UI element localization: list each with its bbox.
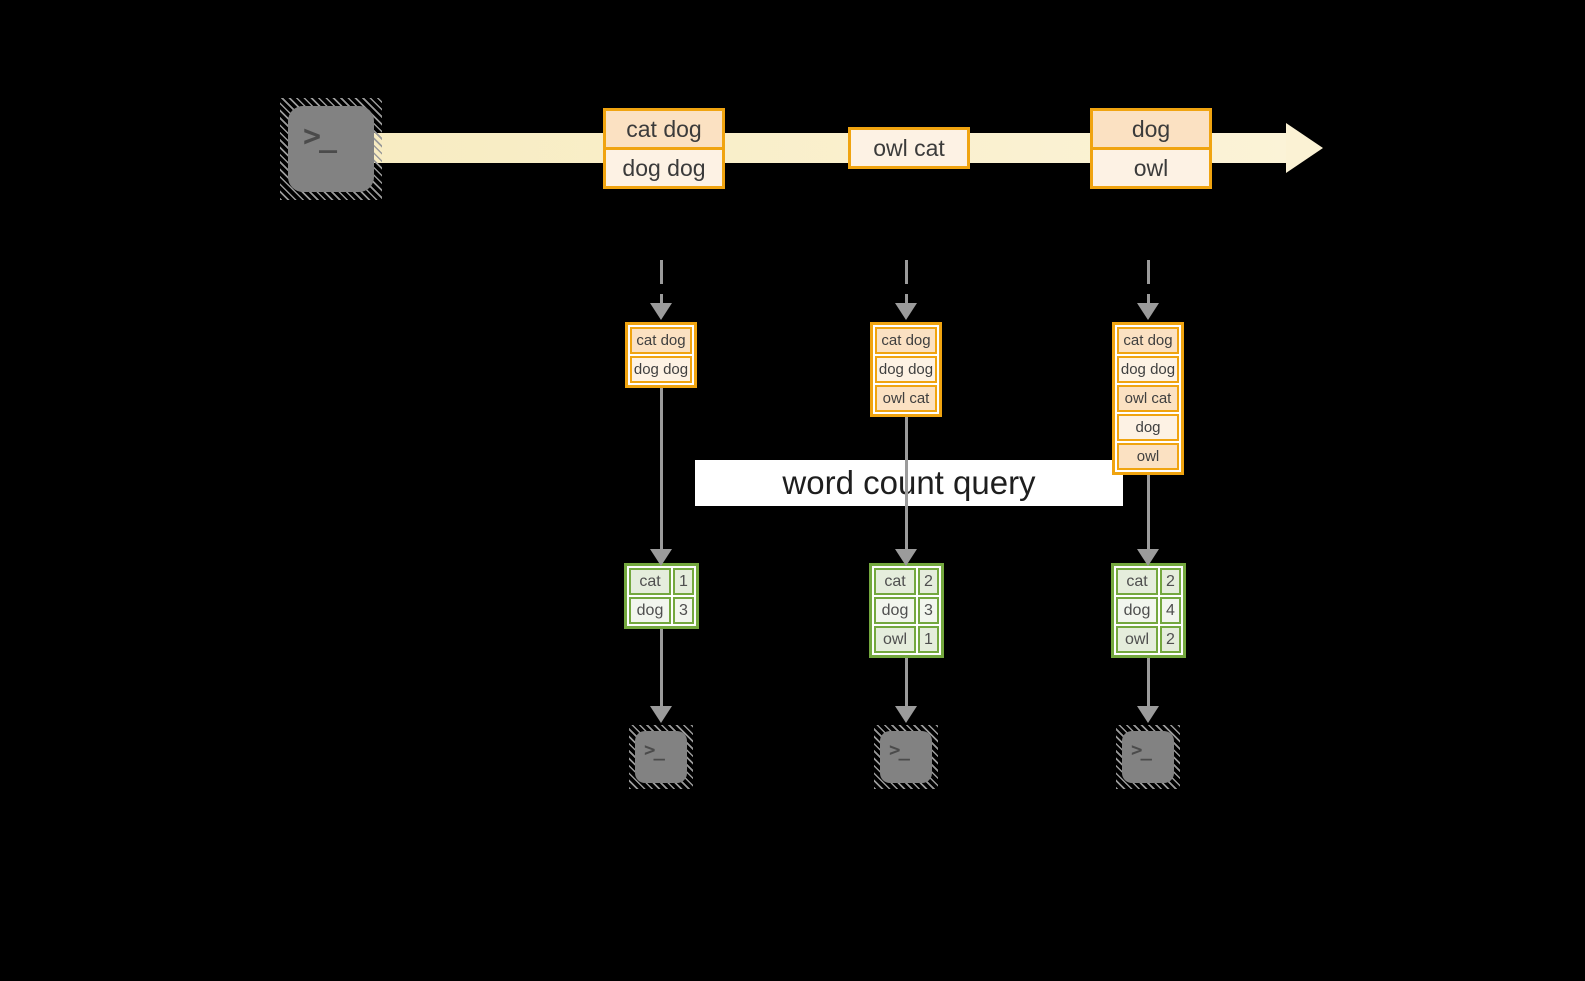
count-cell: 1 — [673, 568, 694, 595]
dashed-down-arrow — [904, 260, 908, 303]
source-terminal-icon: >_ — [280, 98, 382, 200]
dashed-down-arrow — [659, 260, 663, 303]
word-cell: cat — [629, 568, 671, 595]
arrowhead-icon — [895, 549, 917, 566]
word-cell: dog — [629, 597, 671, 624]
arrowhead-icon — [650, 549, 672, 566]
terminal-screen: >_ — [288, 106, 374, 192]
arrowhead-icon — [895, 706, 917, 723]
down-arrow — [1146, 475, 1150, 549]
buffer-cell: dog dog — [630, 356, 692, 383]
output-terminal-icon-3: >_ — [1116, 725, 1180, 789]
terminal-prompt-icon: >_ — [1131, 739, 1152, 761]
dashed-arrowhead-icon — [895, 303, 917, 320]
terminal-prompt-icon: >_ — [303, 119, 337, 154]
word-cell: cat — [1116, 568, 1158, 595]
dashed-arrowhead-icon — [650, 303, 672, 320]
buffer-cell: owl cat — [875, 385, 937, 412]
record-cell: dog — [1093, 111, 1209, 147]
arrowhead-icon — [1137, 549, 1159, 566]
buffer-cell: owl — [1117, 443, 1179, 470]
word-cell: cat — [874, 568, 916, 595]
down-arrow — [659, 388, 663, 549]
down-arrow — [904, 658, 908, 706]
stream-record-box-1: cat dog dog dog — [603, 108, 725, 189]
word-count-table-2: cat 2 dog 3 owl 1 — [869, 563, 944, 658]
dashed-down-arrow — [1146, 260, 1150, 303]
down-arrow — [659, 629, 663, 706]
query-banner: word count query — [695, 460, 1123, 506]
buffer-cell: dog — [1117, 414, 1179, 441]
terminal-screen: >_ — [1122, 731, 1174, 783]
buffer-cell: cat dog — [630, 327, 692, 354]
record-cell: owl — [1093, 147, 1209, 186]
output-terminal-icon-1: >_ — [629, 725, 693, 789]
count-cell: 3 — [918, 597, 939, 624]
count-cell: 4 — [1160, 597, 1181, 624]
record-cell: owl cat — [851, 130, 967, 166]
buffered-records-box-2: cat dog dog dog owl cat — [870, 322, 942, 417]
word-cell: owl — [874, 626, 916, 653]
arrowhead-icon — [650, 706, 672, 723]
count-cell: 1 — [918, 626, 939, 653]
count-cell: 2 — [1160, 626, 1181, 653]
buffer-cell: cat dog — [875, 327, 937, 354]
word-cell: dog — [874, 597, 916, 624]
record-cell: dog dog — [606, 147, 722, 186]
count-cell: 2 — [1160, 568, 1181, 595]
terminal-prompt-icon: >_ — [644, 739, 665, 761]
buffer-cell: cat dog — [1117, 327, 1179, 354]
down-arrow — [1146, 658, 1150, 706]
stream-record-box-2: owl cat — [848, 127, 970, 169]
word-cell: dog — [1116, 597, 1158, 624]
terminal-screen: >_ — [880, 731, 932, 783]
dashed-arrowhead-icon — [1137, 303, 1159, 320]
count-cell: 2 — [918, 568, 939, 595]
terminal-screen: >_ — [635, 731, 687, 783]
buffered-records-box-1: cat dog dog dog — [625, 322, 697, 388]
word-count-table-1: cat 1 dog 3 — [624, 563, 699, 629]
terminal-prompt-icon: >_ — [889, 739, 910, 761]
buffer-cell: dog dog — [875, 356, 937, 383]
buffer-cell: dog dog — [1117, 356, 1179, 383]
word-cell: owl — [1116, 626, 1158, 653]
down-arrow — [904, 417, 908, 549]
output-terminal-icon-2: >_ — [874, 725, 938, 789]
buffered-records-box-3: cat dog dog dog owl cat dog owl — [1112, 322, 1184, 475]
stream-record-box-3: dog owl — [1090, 108, 1212, 189]
count-cell: 3 — [673, 597, 694, 624]
arrowhead-icon — [1137, 706, 1159, 723]
word-count-table-3: cat 2 dog 4 owl 2 — [1111, 563, 1186, 658]
stream-arrowhead-icon — [1286, 123, 1323, 173]
record-cell: cat dog — [606, 111, 722, 147]
buffer-cell: owl cat — [1117, 385, 1179, 412]
